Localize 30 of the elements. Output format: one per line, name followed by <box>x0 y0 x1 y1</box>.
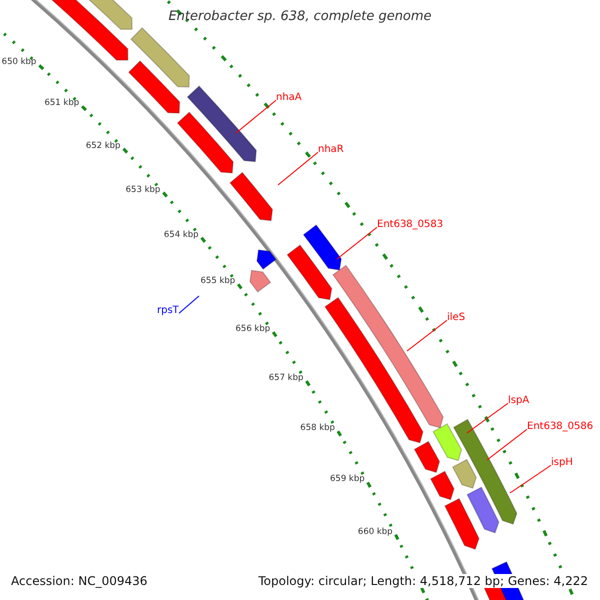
leader-line <box>236 100 276 134</box>
axis-tick-label: 655 kbp <box>200 276 236 286</box>
leader-line <box>406 320 448 352</box>
leader-line <box>278 152 318 186</box>
gene-label: Ent638_0586 <box>527 421 594 432</box>
leader-line <box>486 428 528 460</box>
axis-tick-label: 658 kbp <box>300 423 335 434</box>
leader-line <box>510 464 552 494</box>
accession-text: Accession: NC_009436 <box>9 574 150 588</box>
map-title: Enterobacter sp. 638, complete genome <box>167 9 433 24</box>
gene-label: rpsT <box>157 305 179 316</box>
gene-label: ileS <box>447 312 466 323</box>
gene-label: ispH <box>551 457 573 468</box>
genome-summary-text: Topology: circular; Length: 4,518,712 bp; Genes: 4,222 <box>256 574 590 588</box>
leader-line <box>336 226 378 260</box>
axis-tick-label: 653 kbp <box>126 184 160 195</box>
gene-label: lspA <box>508 395 530 406</box>
axis-tick-label: 654 kbp <box>164 230 199 240</box>
gene-label: Ent638_0583 <box>377 219 444 230</box>
axis-tick-label: 660 kbp <box>358 526 393 537</box>
leader-line <box>466 402 508 434</box>
axis-tick-label: 659 kbp <box>330 474 365 484</box>
gene-label: nhaR <box>318 144 344 155</box>
axis-tick-label: 657 kbp <box>268 373 304 384</box>
axis-tick-label: 652 kbp <box>86 140 120 151</box>
gene-label: nhaA <box>276 92 302 103</box>
axis-tick-label: 651 kbp <box>44 98 80 108</box>
axis-tick-label: 650 kbp <box>2 57 36 68</box>
axis-tick-label: 656 kbp <box>236 324 270 334</box>
leader-line <box>178 296 200 314</box>
